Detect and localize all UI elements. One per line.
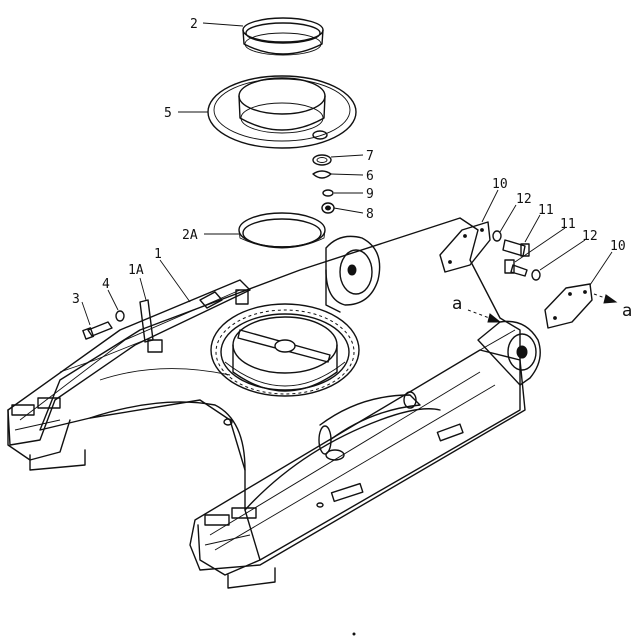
view-arrow-left [467,309,502,323]
callout-5: 5 [164,106,172,121]
callout-7: 7 [366,149,374,164]
bolt-part-11-lower [504,259,528,277]
leader-lines [81,22,613,326]
view-arrow-right [593,293,618,304]
callout-11-lower: 11 [560,217,576,232]
track-frame-part-1 [7,217,541,589]
view-marker-a-right: a [622,301,632,321]
callout-6: 6 [366,169,374,184]
callout-9: 9 [366,187,374,202]
plug-part-6 [312,170,332,179]
washer-part-12-upper [492,230,502,242]
cover-plate-part-10-upper [439,221,491,273]
seal-ring-part-2 [242,17,324,56]
callout-2: 2 [190,17,198,32]
callout-10-upper: 10 [492,177,508,192]
seal-ring-part-2a [238,212,326,249]
cover-plate-part-10-lower [544,283,593,329]
callout-1a: 1A [128,263,144,278]
callout-12-upper: 12 [516,192,532,207]
callout-4: 4 [102,277,110,292]
o-ring-part-9 [322,189,334,197]
callout-3: 3 [72,292,80,307]
callout-1: 1 [154,247,162,262]
washer-part-4 [115,310,125,322]
callout-11-upper: 11 [538,203,554,218]
washer-part-7 [312,154,332,166]
callout-2a: 2A [182,228,198,243]
callout-8: 8 [366,207,374,222]
view-marker-a-left: a [452,294,462,314]
bolt-part-11-upper [502,239,530,257]
washer-part-12-lower [531,269,541,281]
nut-part-8 [321,202,335,214]
callout-12-lower: 12 [582,229,598,244]
cover-ring-part-5 [207,75,357,149]
bolt-part-3 [82,321,113,340]
stray-dot [352,632,356,636]
pin-part-1a [139,299,154,343]
callout-10-lower: 10 [610,239,626,254]
